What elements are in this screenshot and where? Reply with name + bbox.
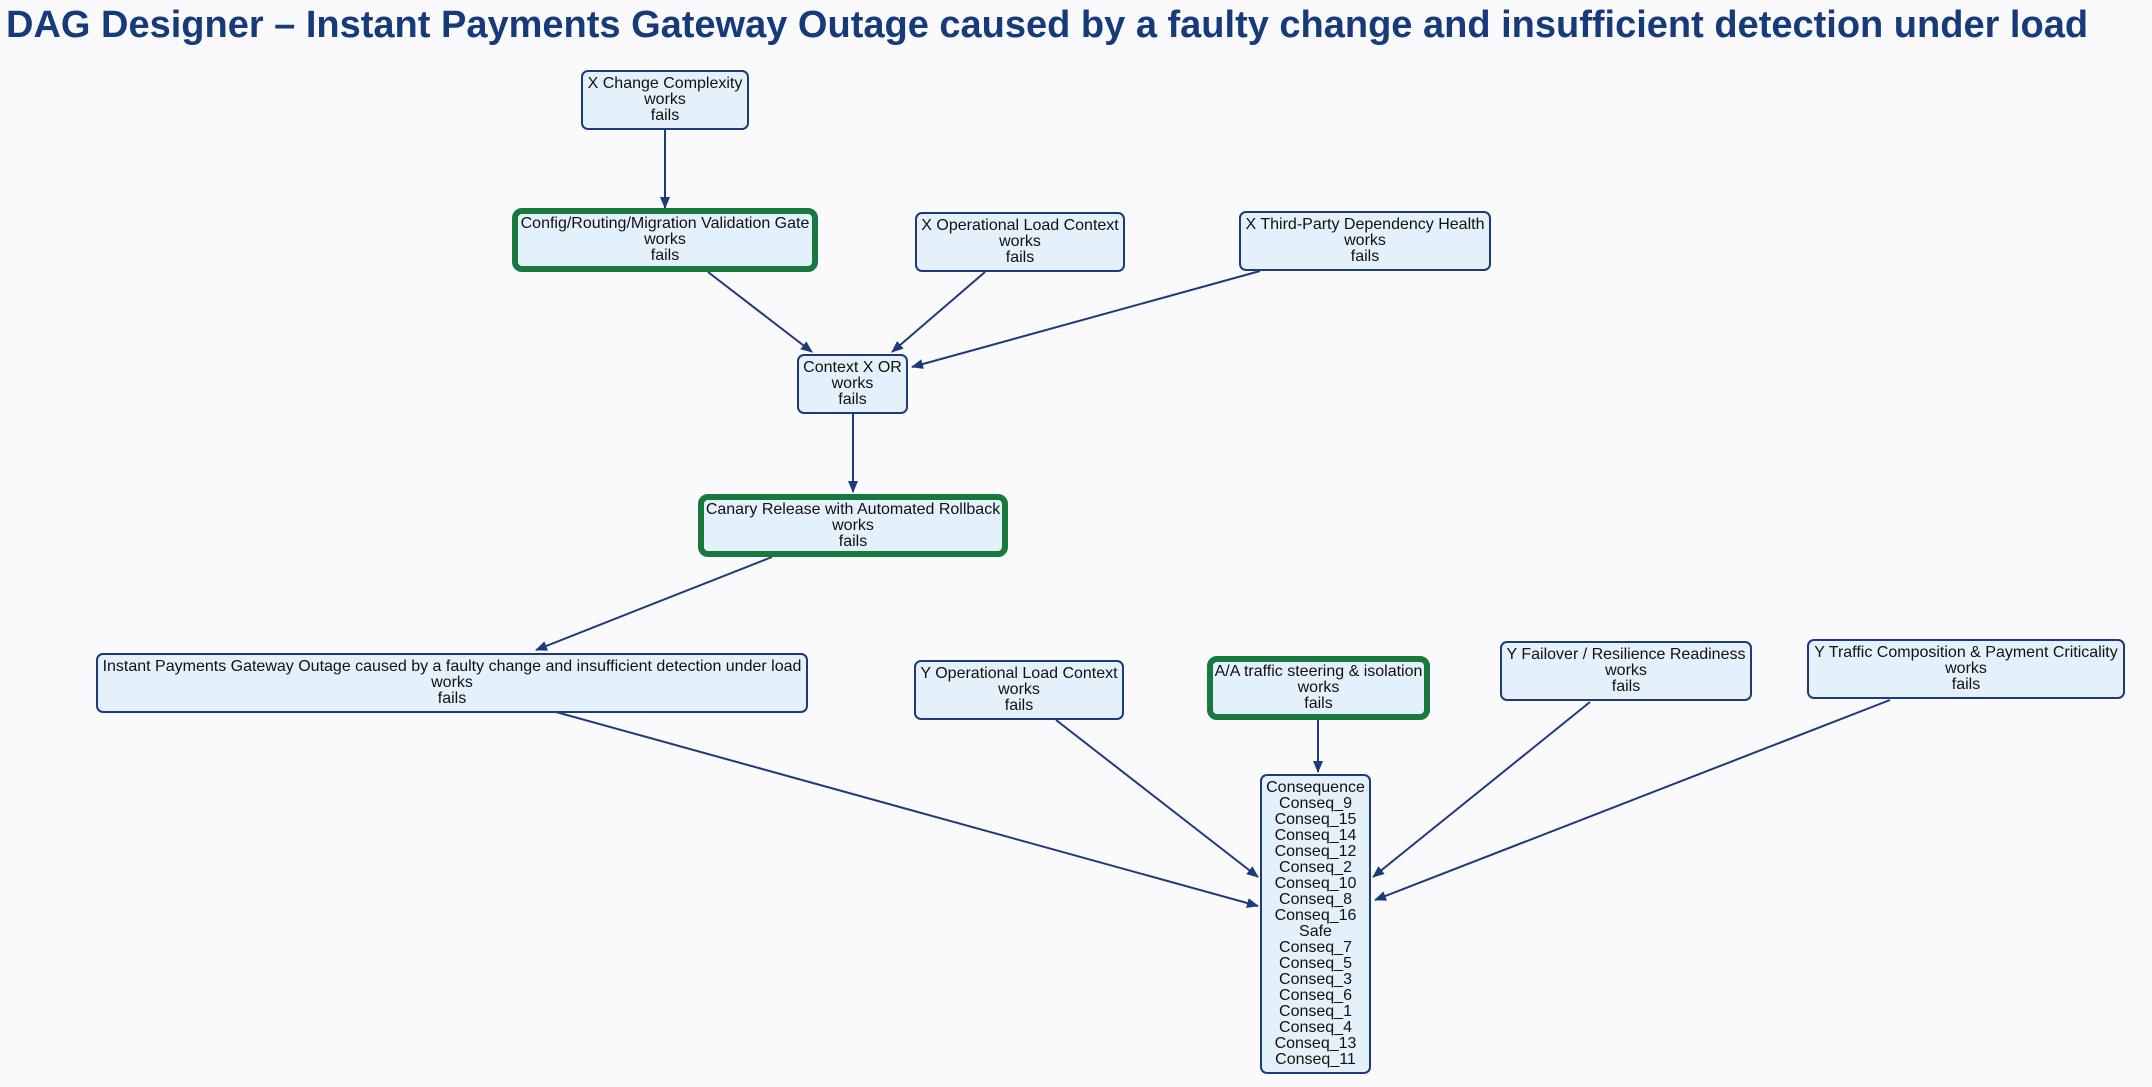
node-state: works	[998, 681, 1040, 698]
node-state: fails	[1951, 676, 1981, 693]
consequence-state: Conseq_3	[1279, 971, 1352, 988]
node-label: Consequence	[1266, 779, 1365, 796]
node-label: Config/Routing/Migration Validation Gate	[520, 215, 810, 232]
edge-x-load-to-context-or	[891, 271, 986, 353]
node-state: works	[1945, 660, 1987, 677]
consequence-state: Conseq_12	[1274, 843, 1357, 860]
node-x-change-complexity[interactable]: X Change Complexity works fails	[581, 70, 749, 130]
node-state: works	[1344, 232, 1386, 249]
node-label: Y Traffic Composition & Payment Critical…	[1814, 644, 2118, 661]
consequence-state: Conseq_1	[1279, 1003, 1352, 1020]
edge-y-load-to-consequence	[1055, 719, 1259, 878]
node-state: works	[999, 233, 1041, 250]
node-y-operational-load[interactable]: Y Operational Load Context works fails	[914, 660, 1124, 720]
consequence-state: Conseq_11	[1275, 1051, 1356, 1068]
consequence-state: Conseq_13	[1274, 1035, 1357, 1052]
node-outage[interactable]: Instant Payments Gateway Outage caused b…	[96, 653, 808, 713]
node-x-thirdparty-health[interactable]: X Third-Party Dependency Health works fa…	[1239, 211, 1491, 271]
node-label: Context X OR	[803, 359, 902, 376]
consequence-state: Conseq_16	[1274, 907, 1357, 924]
node-state: fails	[838, 532, 868, 550]
node-state: fails	[650, 247, 680, 264]
consequence-state: Conseq_14	[1274, 827, 1357, 844]
consequence-state: Conseq_2	[1279, 859, 1352, 876]
node-state: works	[1605, 662, 1647, 679]
node-canary-release[interactable]: Canary Release with Automated Rollback w…	[698, 494, 1008, 557]
consequence-state: Conseq_15	[1274, 811, 1357, 828]
node-state: fails	[1350, 248, 1380, 265]
node-label: X Third-Party Dependency Health	[1245, 216, 1485, 233]
node-state: works	[832, 516, 874, 534]
consequence-state: Conseq_4	[1279, 1019, 1352, 1036]
node-y-traffic-composition[interactable]: Y Traffic Composition & Payment Critical…	[1807, 639, 2125, 699]
node-consequence[interactable]: Consequence Conseq_9 Conseq_15 Conseq_14…	[1260, 774, 1371, 1074]
node-label: Y Failover / Resilience Readiness	[1506, 646, 1746, 663]
node-y-failover-readiness[interactable]: Y Failover / Resilience Readiness works …	[1500, 641, 1752, 701]
consequence-state: Conseq_5	[1279, 955, 1352, 972]
node-state: fails	[1005, 249, 1035, 266]
edge-validation-gate-to-context-or	[707, 271, 813, 353]
consequence-state: Safe	[1299, 923, 1332, 940]
node-state: fails	[1304, 695, 1333, 712]
node-state: fails	[838, 391, 867, 408]
node-state: works	[431, 674, 473, 691]
consequence-state: Conseq_7	[1279, 939, 1352, 956]
consequence-state: Conseq_9	[1279, 795, 1352, 812]
node-label: Instant Payments Gateway Outage caused b…	[102, 658, 802, 675]
node-context-x-or[interactable]: Context X OR works fails	[797, 354, 908, 414]
node-label: A/A traffic steering & isolation	[1214, 663, 1423, 680]
page-title: DAG Designer – Instant Payments Gateway …	[6, 4, 2089, 46]
node-state: works	[644, 231, 686, 248]
consequence-state: Conseq_6	[1279, 987, 1352, 1004]
edge-canary-to-outage	[535, 556, 773, 651]
node-state: fails	[650, 107, 680, 124]
node-validation-gate[interactable]: Config/Routing/Migration Validation Gate…	[512, 208, 818, 272]
node-state: fails	[1611, 678, 1641, 695]
node-label: Canary Release with Automated Rollback	[705, 500, 1001, 518]
node-label: X Change Complexity	[587, 75, 743, 92]
node-state: works	[644, 91, 686, 108]
node-state: fails	[437, 690, 467, 707]
node-state: works	[1297, 679, 1340, 696]
node-state: works	[831, 375, 874, 392]
edge-y-traffic-to-consequence	[1374, 699, 1891, 901]
edge-outage-to-consequence	[555, 711, 1259, 908]
edge-x-thirdparty-to-context-or	[911, 270, 1261, 369]
node-label: X Operational Load Context	[921, 217, 1119, 234]
consequence-state: Conseq_10	[1274, 875, 1357, 892]
node-x-operational-load[interactable]: X Operational Load Context works fails	[915, 212, 1125, 272]
node-aa-traffic-steering[interactable]: A/A traffic steering & isolation works f…	[1207, 656, 1430, 720]
node-state: fails	[1004, 697, 1034, 714]
edge-y-failover-to-consequence	[1372, 701, 1591, 878]
node-label: Y Operational Load Context	[920, 665, 1118, 682]
consequence-state: Conseq_8	[1279, 891, 1352, 908]
